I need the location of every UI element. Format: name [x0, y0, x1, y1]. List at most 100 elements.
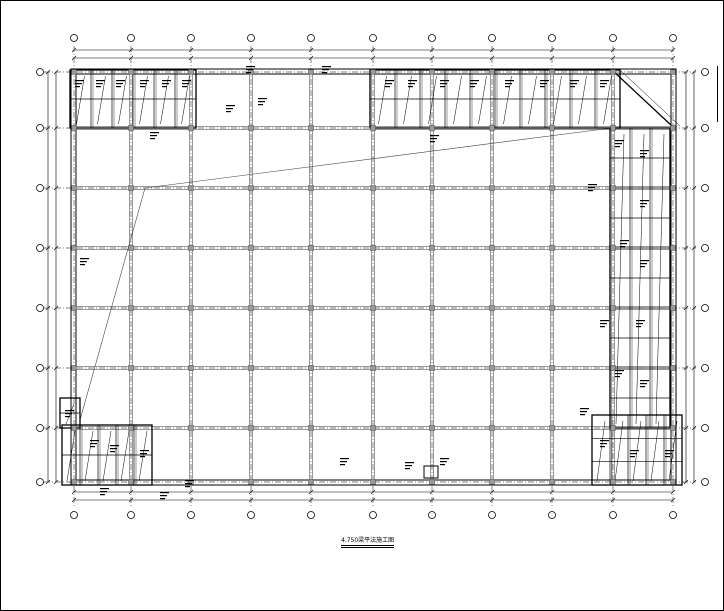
column: [308, 185, 314, 191]
annotation-mark: [470, 86, 475, 88]
stair-slope: [453, 75, 462, 125]
annotation-mark: [640, 200, 649, 202]
annotation-mark: [620, 243, 627, 245]
annotation-mark: [75, 83, 82, 85]
dimension-tick: [188, 489, 194, 495]
stair-slope: [84, 430, 94, 482]
column: [429, 125, 435, 131]
annotation-mark: [630, 450, 639, 452]
annotation-mark: [116, 80, 125, 82]
dimension-tick: [248, 489, 254, 495]
annotation-mark: [226, 108, 233, 110]
annotation-mark: [505, 86, 510, 88]
annotation-mark: [505, 80, 514, 82]
stair-slope: [120, 430, 130, 482]
column: [308, 479, 314, 485]
column: [429, 245, 435, 251]
column: [549, 69, 555, 75]
annotation-mark: [615, 370, 624, 372]
annotation-mark: [185, 483, 192, 485]
column: [489, 69, 495, 75]
annotation-mark: [258, 98, 267, 100]
annotation-mark: [150, 135, 157, 137]
annotation-mark: [440, 83, 447, 85]
dimension-tick: [71, 489, 77, 495]
annotation-mark: [588, 184, 597, 186]
column: [670, 365, 676, 371]
column: [489, 365, 495, 371]
column: [128, 305, 134, 311]
axis-bubble-bottom: [187, 511, 195, 519]
annotation-mark: [665, 453, 672, 455]
column: [71, 185, 77, 191]
axis-bubble-left: [36, 364, 44, 372]
annotation-mark: [505, 83, 512, 85]
column: [549, 365, 555, 371]
column: [670, 479, 676, 485]
column: [188, 185, 194, 191]
annotation-mark: [160, 492, 169, 494]
annotation-mark: [640, 156, 645, 158]
column: [670, 305, 676, 311]
annotation-mark: [110, 445, 119, 447]
column: [429, 479, 435, 485]
annotation-mark: [80, 264, 85, 266]
annotation-mark: [600, 440, 609, 442]
annotation-mark: [640, 203, 647, 205]
annotation-mark: [640, 386, 645, 388]
annotation-mark: [385, 83, 392, 85]
axis-bubble-right: [701, 424, 709, 432]
column: [489, 185, 495, 191]
annotation-mark: [65, 410, 74, 412]
annotation-mark: [65, 416, 70, 418]
annotation-mark: [182, 83, 189, 85]
column: [610, 69, 616, 75]
axis-bubble-top: [307, 34, 315, 42]
annotation-mark: [640, 263, 647, 265]
annotation-mark: [182, 80, 191, 82]
stair-slope: [102, 430, 112, 482]
dimension-tick: [610, 489, 616, 495]
axis-bubble-bottom: [669, 511, 677, 519]
column: [429, 185, 435, 191]
annotation-mark: [636, 320, 645, 322]
axis-bubble-right: [701, 364, 709, 372]
annotation-mark: [140, 456, 145, 458]
axis-bubble-bottom: [70, 511, 78, 519]
column: [549, 305, 555, 311]
annotation-mark: [640, 383, 647, 385]
annotation-mark: [665, 456, 670, 458]
beam-annotations: [65, 66, 674, 500]
column: [248, 185, 254, 191]
annotation-mark: [540, 83, 547, 85]
annotation-mark: [615, 143, 622, 145]
annotation-mark: [540, 86, 545, 88]
axis-bubble-top: [488, 34, 496, 42]
stair-slope: [428, 75, 437, 125]
column: [188, 125, 194, 131]
column: [308, 305, 314, 311]
dimension-tick: [128, 489, 134, 495]
annotation-mark: [408, 80, 417, 82]
annotation-mark: [600, 443, 607, 445]
annotation-mark: [630, 453, 637, 455]
axis-bubble-bottom: [369, 511, 377, 519]
axis-bubble-top: [127, 34, 135, 42]
stair-slope: [76, 75, 85, 125]
stair-slope: [635, 133, 645, 425]
columns: [71, 69, 676, 485]
stair-slope: [596, 420, 606, 482]
column: [248, 425, 254, 431]
axis-bubble-bottom: [307, 511, 315, 519]
dimension-tick: [370, 489, 376, 495]
column: [370, 69, 376, 75]
axis-bubble-top: [609, 34, 617, 42]
annotation-mark: [570, 86, 575, 88]
leader-line: [79, 127, 613, 421]
annotation-mark: [430, 135, 439, 137]
column: [549, 125, 555, 131]
core-bottom-right: [591, 414, 683, 486]
axis-bubble-bottom: [127, 511, 135, 519]
column: [370, 245, 376, 251]
column: [248, 479, 254, 485]
